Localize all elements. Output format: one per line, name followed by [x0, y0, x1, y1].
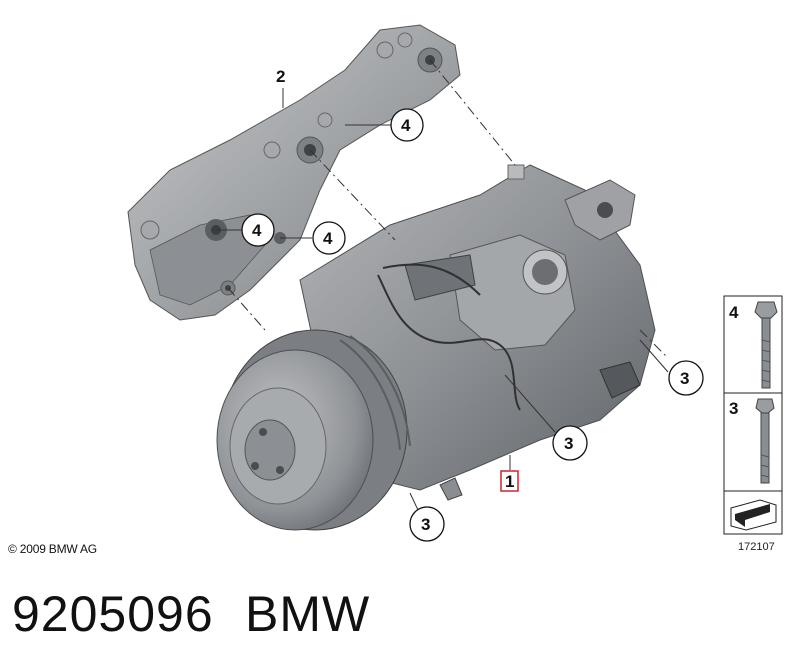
leader-lines — [216, 59, 669, 511]
fastener-legend: 4 3 — [723, 295, 783, 535]
callout-2: 2 — [276, 67, 285, 86]
callout-4-right: 4 — [312, 221, 346, 255]
axis-line-upper — [429, 59, 516, 166]
callout-3-bottom: 3 — [409, 506, 445, 542]
drawing-number: 172107 — [738, 541, 775, 553]
callout-3-middle-text: 3 — [564, 434, 573, 453]
axis-line-right — [639, 329, 669, 359]
callouts: 2 4 4 4 3 3 3 1 — [241, 67, 704, 542]
drawing-symbol-icon — [730, 499, 777, 531]
leader-line-3a — [639, 339, 669, 373]
callout-3-middle: 3 — [552, 425, 588, 461]
brand-name: BMW — [245, 586, 371, 642]
axis-line-lower — [227, 287, 266, 331]
bolt-long-icon — [754, 301, 778, 389]
axis-line-middle — [309, 149, 396, 241]
callout-3-right: 3 — [668, 360, 704, 396]
callout-4-upper-text: 4 — [401, 116, 411, 135]
callout-4-left-text: 4 — [252, 221, 262, 240]
leader-line-3b — [504, 374, 556, 433]
leader-line-3c — [409, 492, 419, 511]
legend-bolt-long-label: 4 — [729, 303, 739, 322]
bolt-short-icon — [755, 398, 775, 484]
callout-4-left: 4 — [241, 213, 275, 247]
callout-1: 1 — [500, 470, 519, 492]
callout-3-bottom-text: 3 — [421, 515, 430, 534]
callout-4-upper: 4 — [390, 108, 424, 142]
callout-4-right-text: 4 — [323, 229, 333, 248]
legend-bolt-short-label: 3 — [729, 399, 738, 418]
copyright-notice: © 2009 BMW AG — [8, 542, 97, 556]
pulley — [216, 329, 411, 531]
callout-1-text: 1 — [505, 472, 514, 491]
callout-3-right-text: 3 — [680, 369, 689, 388]
part-number: 9205096 — [12, 586, 214, 642]
